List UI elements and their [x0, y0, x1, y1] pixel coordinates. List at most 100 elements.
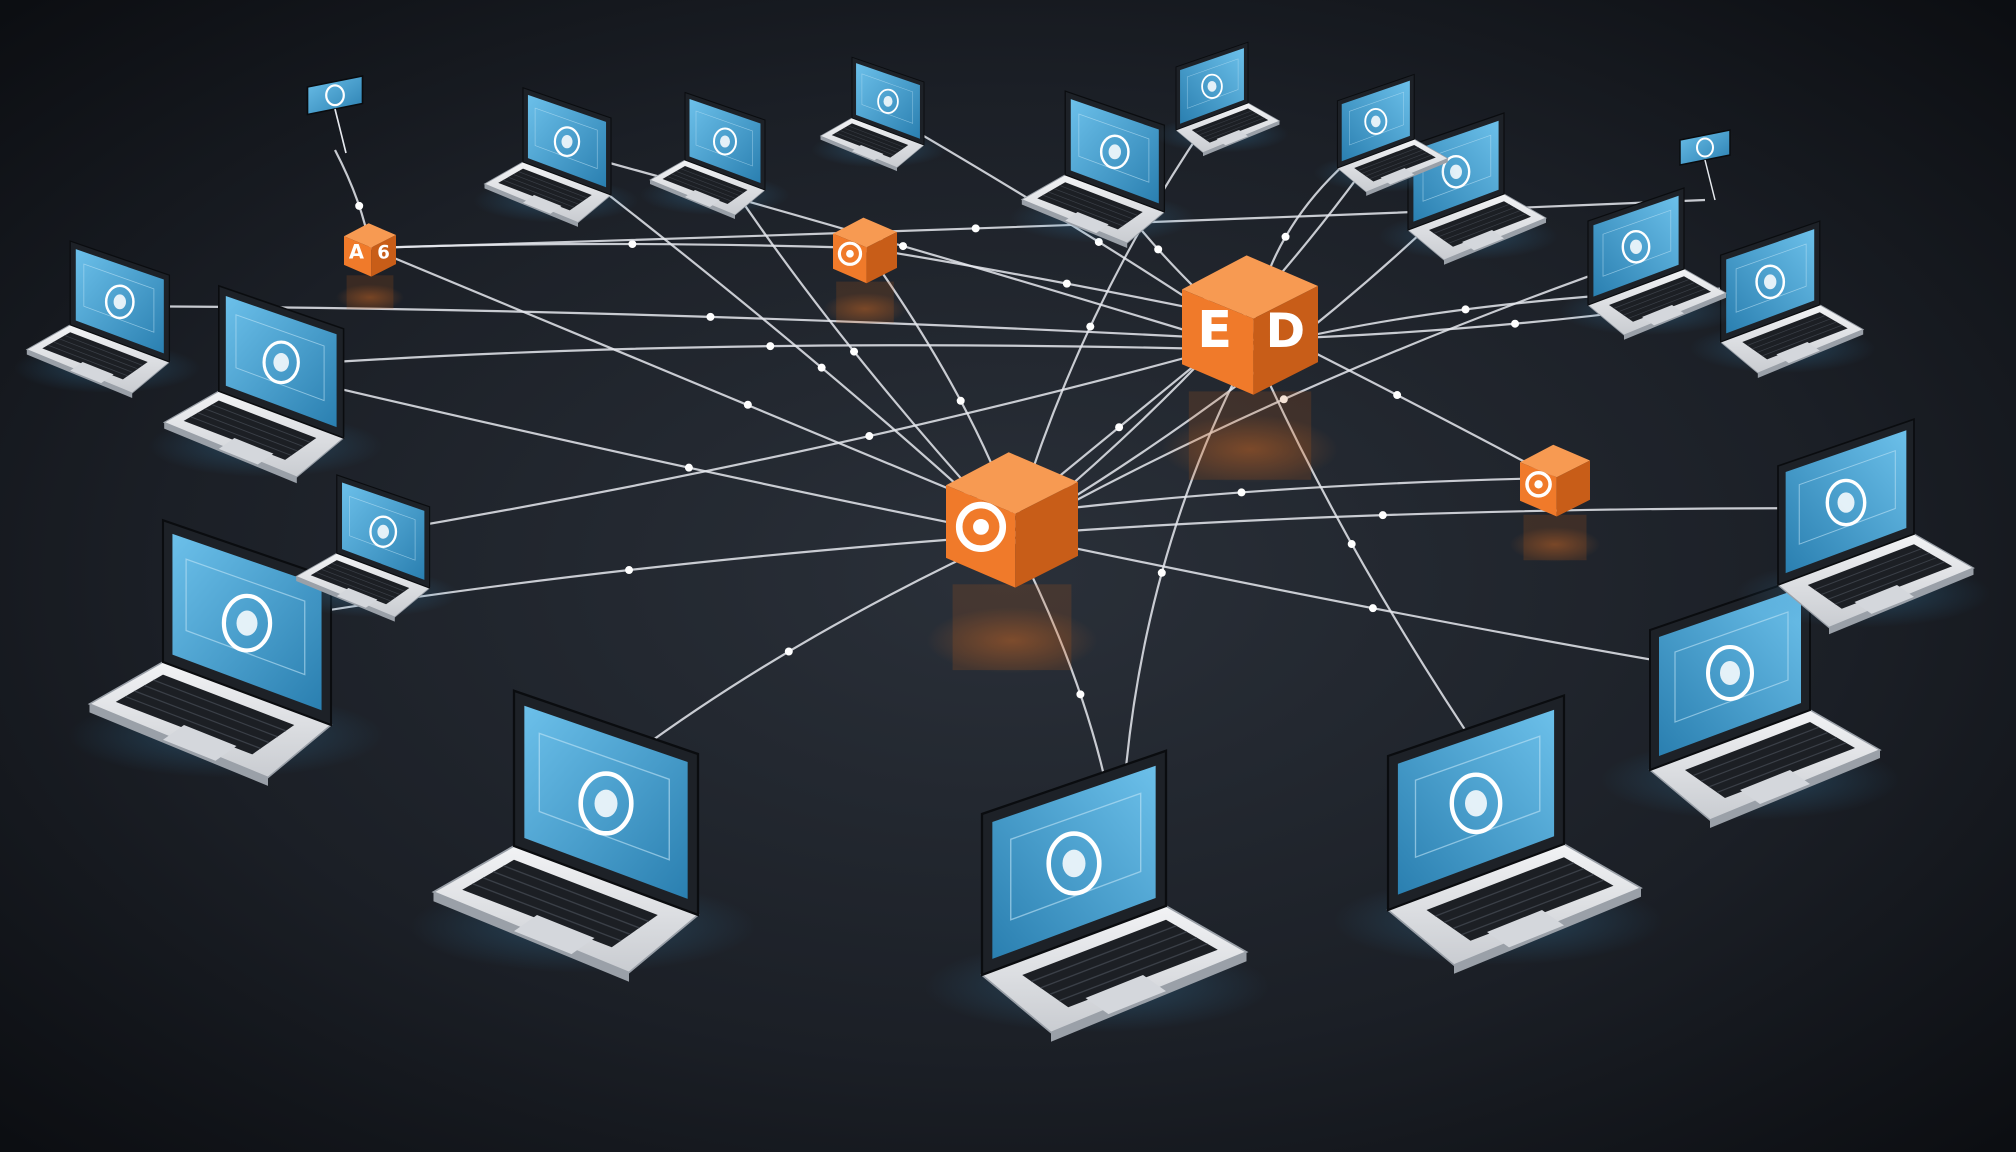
laptop [148, 284, 383, 484]
cube-logo-icon [955, 501, 1007, 552]
cube-glyph: E [1197, 301, 1232, 360]
cable-node [1378, 511, 1387, 520]
cable-node [971, 224, 980, 233]
laptop [1558, 187, 1738, 340]
cable-node [850, 347, 859, 356]
screen-logo-icon [369, 515, 398, 548]
screen-logo-icon [104, 284, 135, 320]
screen-logo-icon [553, 126, 581, 158]
cube-logo-icon [1525, 471, 1552, 498]
cable-node [1393, 391, 1402, 400]
cable-node [1076, 690, 1085, 699]
cable-node [899, 242, 908, 251]
network-cable [1011, 507, 1881, 537]
cable-node [1237, 488, 1246, 497]
cable-node [743, 400, 752, 409]
cable-node [1115, 423, 1124, 432]
cable-node [684, 463, 693, 472]
laptop [14, 240, 201, 398]
cable-node [865, 432, 874, 441]
laptop [811, 56, 947, 172]
cable-node [817, 363, 826, 372]
keyboard [462, 859, 658, 948]
hub-small-top-cube [833, 217, 897, 284]
keyboard [183, 400, 317, 460]
laptop [1378, 112, 1558, 265]
cube-glyph: A [349, 240, 364, 263]
cable-node [355, 201, 364, 210]
reflections [336, 275, 1601, 674]
screen-logo-icon [1449, 772, 1503, 835]
screen-logo-icon [1825, 478, 1867, 527]
laptop [473, 86, 639, 227]
network-cable [249, 344, 1251, 369]
laptop [924, 749, 1270, 1042]
screen-logo-icon [1364, 107, 1388, 135]
cable-node [1347, 540, 1356, 549]
floating-screen [306, 74, 364, 154]
keyboard [498, 168, 592, 211]
keyboard [1022, 919, 1218, 1008]
keyboard [115, 674, 295, 755]
cube-glyph: 6 [377, 242, 390, 263]
screen-logo-icon [221, 593, 273, 653]
cube-glyph: D [1266, 304, 1306, 359]
network-cable [1011, 476, 1556, 517]
laptop [410, 689, 756, 982]
screen-logo-icon [1201, 73, 1223, 99]
network-cable [1011, 249, 1661, 536]
cable-node [1062, 279, 1071, 288]
floating-screen [1679, 129, 1731, 201]
screen-logo-icon [1046, 831, 1102, 896]
laptop [640, 91, 790, 219]
cable-node [1154, 245, 1163, 254]
keyboard [1807, 544, 1953, 609]
keyboard [1426, 857, 1614, 941]
screen-logo-icon [262, 340, 300, 385]
keyboard [831, 123, 909, 158]
cable-node [625, 566, 634, 575]
screen-logo-icon [1099, 134, 1130, 170]
screen-logo-icon [1706, 645, 1754, 701]
laptop [1313, 73, 1458, 196]
keyboard [1037, 182, 1143, 230]
cable-node [956, 396, 965, 405]
keyboard [1191, 108, 1269, 143]
cable-node [1368, 604, 1377, 613]
laptop [1600, 573, 1900, 828]
hub-small-right-cube [1520, 444, 1590, 517]
network-cable [249, 366, 1013, 537]
cable-node [1279, 395, 1288, 404]
cable-node [1461, 305, 1470, 314]
keyboard [1742, 312, 1848, 360]
laptop [1333, 693, 1663, 974]
screen-logo-icon [325, 84, 345, 107]
screen-logo-icon [1755, 264, 1786, 300]
laptop [1735, 418, 1991, 635]
cable-node [1281, 232, 1290, 241]
screen-logo-icon [578, 771, 634, 836]
keyboard [1429, 201, 1531, 247]
cube-logo-icon [837, 241, 863, 266]
laptop [284, 474, 459, 622]
keyboard [1685, 722, 1855, 798]
screen-logo-icon [877, 88, 899, 114]
keyboard [42, 332, 148, 380]
laptop [68, 518, 384, 786]
network-cable [369, 246, 1013, 517]
screen-logo-icon [1621, 229, 1651, 264]
laptop [1153, 41, 1289, 157]
cable-node [1086, 322, 1095, 331]
screen-logo-icon [1696, 137, 1714, 158]
cable-node [1511, 319, 1520, 328]
cable-node [1157, 568, 1166, 577]
keyboard [1609, 276, 1711, 322]
laptop [1689, 220, 1876, 378]
cable-node [628, 240, 637, 249]
keyboard [662, 166, 748, 204]
keyboard [1354, 144, 1436, 182]
